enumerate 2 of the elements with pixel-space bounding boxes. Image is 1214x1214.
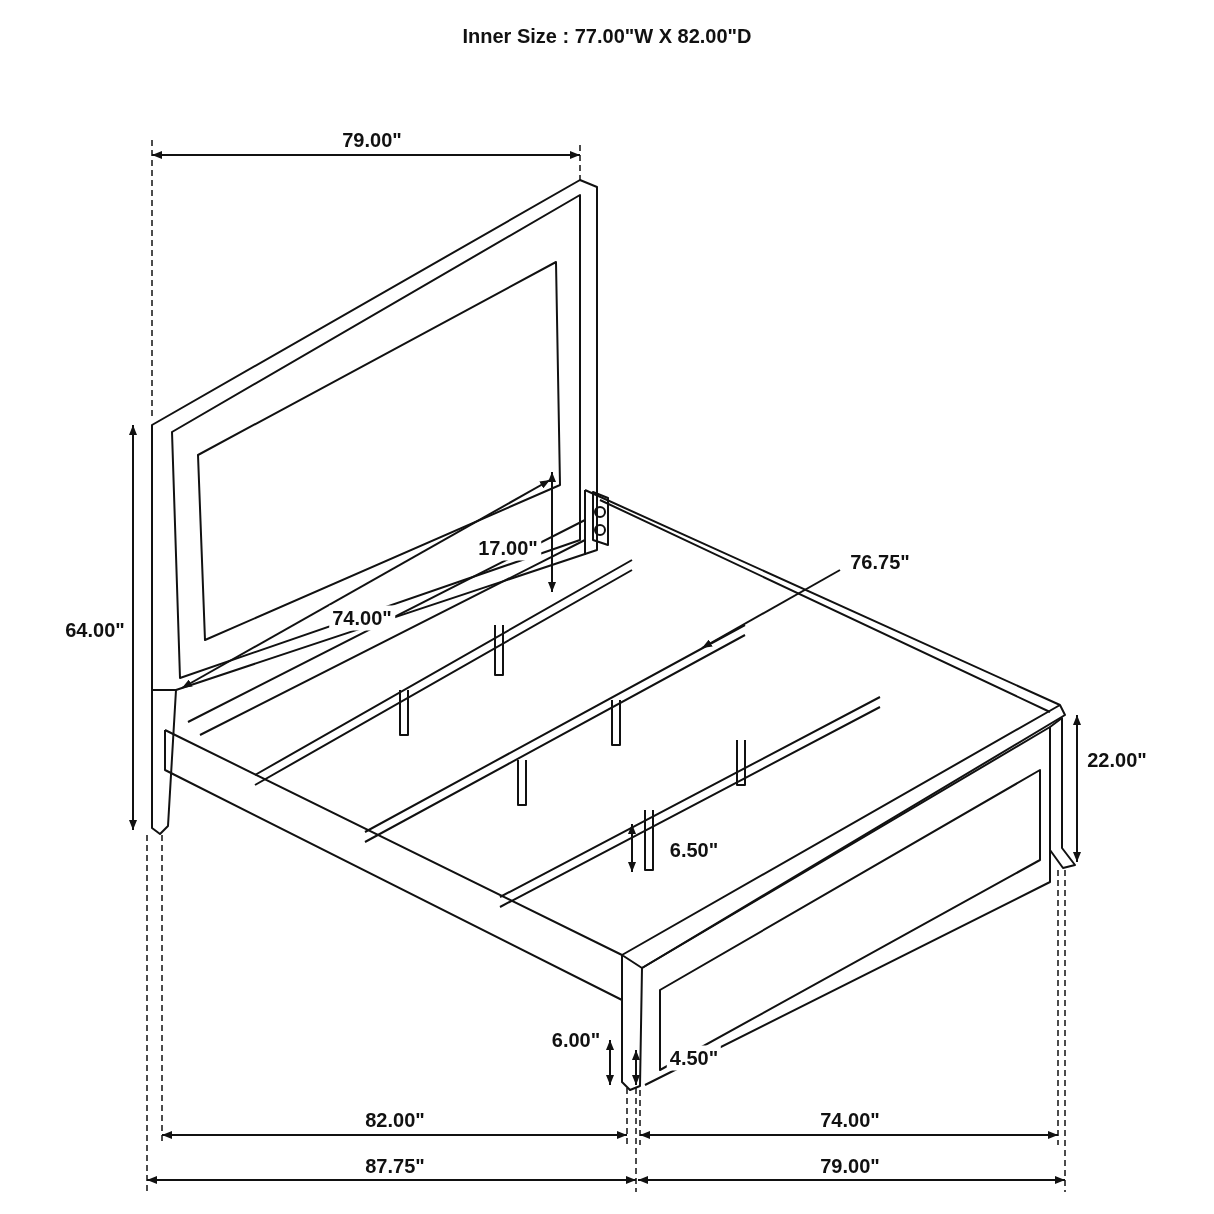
dimension-label: 4.50" [666,1045,722,1071]
dimension-label: 74.00" [329,605,395,631]
